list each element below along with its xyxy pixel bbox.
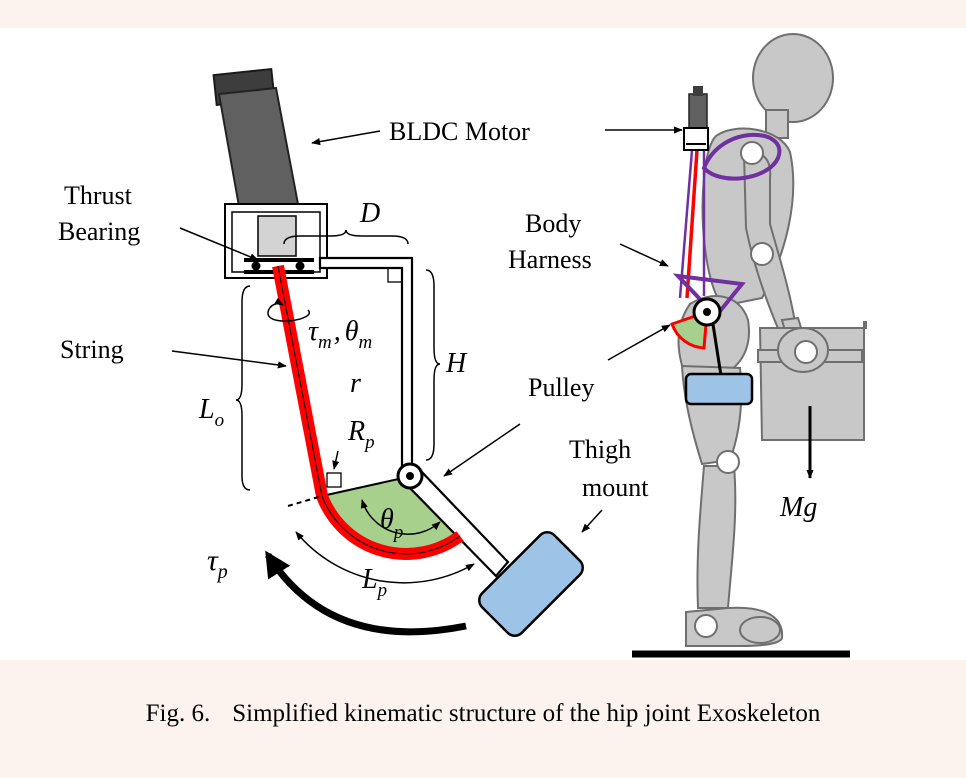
symbol-tau-theta-m: τm,θm (308, 316, 372, 353)
symbol-H: H (445, 348, 468, 379)
exoskeleton-diagram: BLDC Motor Thrust Bearing String Body Ha… (58, 33, 867, 658)
thrust-bearing-housing (224, 203, 328, 279)
exo-on-body (670, 86, 814, 479)
braces (235, 229, 441, 491)
figure-canvas: BLDC Motor Thrust Bearing String Body Ha… (0, 28, 966, 660)
body-harness-label-line2: Harness (508, 245, 592, 274)
body-harness-label-line1: Body (525, 209, 581, 238)
figure-caption: Fig. 6. Simplified kinematic structure of… (0, 700, 966, 728)
caption-number: Fig. 6. (145, 700, 211, 727)
mannequin (632, 33, 867, 658)
bldc-motor-label: BLDC Motor (389, 117, 530, 146)
symbol-D: D (359, 198, 380, 229)
thigh-mount-label-line2: mount (582, 473, 649, 502)
symbol-Rp: Rp (347, 416, 375, 453)
tau-p-arrow (265, 550, 467, 636)
caption-text: Simplified kinematic structure of the hi… (232, 700, 821, 727)
mannequin-joints (694, 141, 818, 638)
shin (696, 465, 737, 609)
head (752, 33, 834, 123)
thrust-bearing-label-line2: Bearing (58, 217, 140, 246)
pointer-arrows (171, 126, 683, 533)
symbol-Mg: Mg (779, 492, 817, 523)
pulley-label: Pulley (528, 373, 594, 402)
symbol-tau-p: τp (207, 544, 228, 583)
thigh-mount (478, 531, 584, 637)
toe (739, 616, 781, 644)
symbol-r: r (350, 368, 361, 399)
string-label: String (60, 335, 124, 364)
small-arcs (267, 297, 475, 584)
string-dashed-extension (287, 495, 323, 507)
motor (212, 67, 300, 214)
thrust-bearing-label-line1: Thrust (64, 181, 133, 210)
thigh-mount-label-line1: Thigh (569, 435, 631, 464)
symbol-theta-p: θp (380, 504, 403, 543)
symbol-Lp: Lp (361, 564, 387, 601)
upper-arm (742, 151, 798, 335)
pulley-pivot (396, 462, 424, 490)
symbol-Lo: Lo (198, 394, 224, 431)
